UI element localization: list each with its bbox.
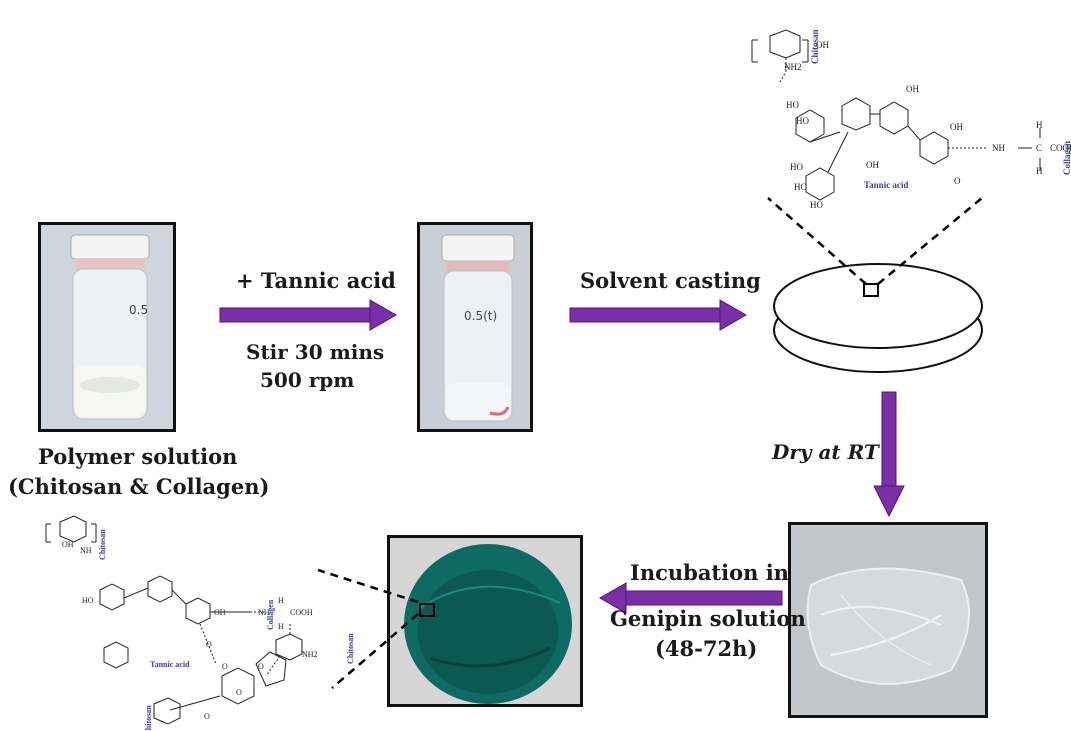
group-label: H: [278, 596, 284, 605]
group-label: O: [258, 662, 264, 671]
arrow-down-icon: [873, 391, 905, 518]
group-label: NH: [258, 608, 270, 617]
group-label: NH: [992, 143, 1005, 153]
group-label: O: [236, 688, 242, 697]
zoom-line: [331, 613, 419, 689]
arrow-left-icon: [598, 582, 783, 614]
group-label: NH2: [302, 650, 318, 659]
dry-step-label: Dry at RT: [772, 440, 879, 464]
genipin-film-photo: [387, 535, 583, 707]
vial-photo-polymer-solution: 0.5: [38, 222, 176, 432]
group-label: HO: [790, 162, 803, 172]
incubation-label-1: Incubation in: [630, 560, 789, 585]
chitosan-label: Chitosan: [98, 529, 107, 560]
group-label: OH: [950, 122, 963, 132]
genipin-film-drawing: [390, 538, 580, 704]
group-label: OH: [214, 608, 226, 617]
chitosan-label: Chitosan: [144, 705, 153, 731]
group-label: OH: [906, 84, 919, 94]
chitosan-label: Chitosan: [346, 633, 355, 664]
group-label: NH: [80, 546, 92, 555]
stir-time-label: Stir 30 mins: [246, 340, 385, 364]
chemical-structure-top: [751, 29, 1041, 201]
zoom-line: [877, 197, 983, 285]
group-label: OH: [62, 540, 74, 549]
vial-1-mark: 0.5: [129, 303, 149, 317]
group-label: COOH: [1050, 143, 1071, 153]
group-label: OH: [816, 40, 829, 50]
polymer-solution-label: Polymer solution: [38, 444, 238, 469]
group-label: O: [204, 712, 210, 721]
group-label: H: [1036, 166, 1043, 176]
vial-photo-with-tannic-acid: 0.5(t): [417, 222, 533, 432]
group-label: HO: [82, 596, 94, 605]
group-label: C: [1036, 143, 1043, 153]
vial-2-drawing: [420, 225, 530, 429]
group-label: O: [206, 640, 212, 649]
zoom-line: [317, 568, 419, 604]
tannic-acid-label: Tannic acid: [864, 180, 909, 190]
dried-film-drawing: [791, 525, 985, 715]
group-label: H: [278, 622, 284, 631]
group-label: HO: [786, 100, 799, 110]
arrow-right-icon: [219, 299, 398, 331]
chemical-structure-bottom: [45, 515, 303, 725]
dried-film-photo: [788, 522, 988, 718]
solvent-casting-label: Solvent casting: [580, 268, 761, 293]
group-label: O: [222, 662, 228, 671]
group-label: O: [954, 176, 961, 186]
incubation-label-2: Genipin solution: [610, 606, 806, 631]
arrow-right-icon: [569, 299, 748, 331]
tannic-acid-step-label: + Tannic acid: [236, 268, 396, 293]
group-label: NH2: [784, 62, 802, 72]
group-label: HO: [794, 182, 807, 192]
group-label: COOH: [290, 608, 313, 617]
zoom-line: [767, 197, 867, 285]
polymer-components-label: (Chitosan & Collagen): [8, 474, 270, 499]
group-label: OH: [866, 160, 879, 170]
incubation-label-3: (48-72h): [655, 636, 758, 661]
stir-speed-label: 500 rpm: [260, 368, 355, 392]
petri-dish-icon: [773, 263, 983, 373]
group-label: H: [1036, 120, 1043, 130]
vial-1-drawing: [41, 225, 173, 429]
tannic-acid-label: Tannic acid: [150, 660, 190, 669]
vial-2-mark: 0.5(t): [464, 309, 498, 323]
group-label: HO: [810, 200, 823, 210]
group-label: HO: [796, 116, 809, 126]
